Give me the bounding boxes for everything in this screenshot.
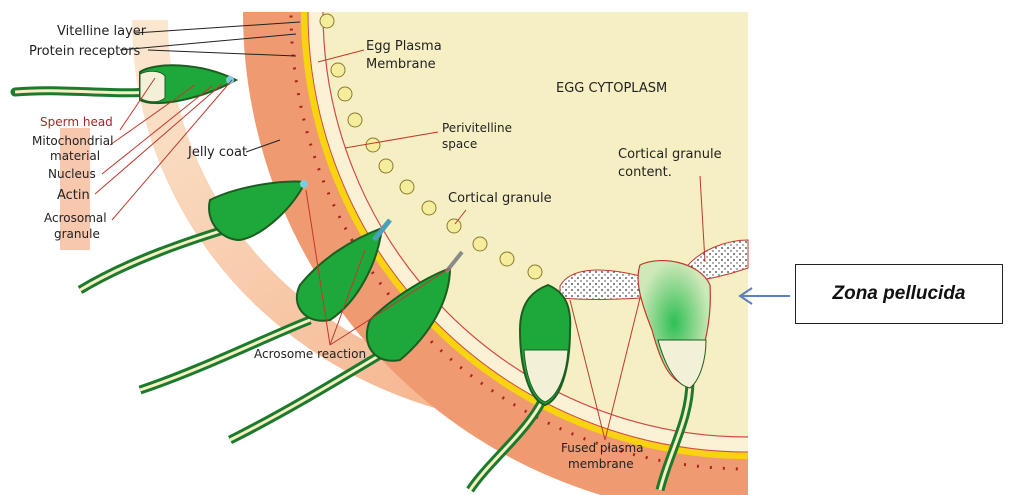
- zona-pellucida-text: Zona pellucida: [832, 283, 965, 305]
- label-egg-plasma-membrane-1: Egg Plasma: [366, 39, 442, 54]
- label-perivitelline-1: Perivitelline: [442, 121, 512, 135]
- label-cortical-content-1: Cortical granule: [618, 147, 722, 162]
- zona-pellucida-callout: Zona pellucida: [795, 264, 1003, 324]
- label-perivitelline-2: space: [442, 137, 477, 151]
- label-sperm-head: Sperm head: [40, 115, 113, 129]
- label-acrosomal-1: Acrosomal: [44, 211, 107, 225]
- label-vitelline-layer: Vitelline layer: [57, 24, 147, 39]
- label-actin: Actin: [57, 188, 90, 203]
- label-nucleus: Nucleus: [48, 167, 96, 181]
- label-mitochondrial-1: Mitochondrial: [32, 134, 113, 148]
- label-fused-1: Fused plasma: [561, 441, 644, 455]
- label-acrosome-reaction: Acrosome reaction: [254, 347, 366, 361]
- label-cortical-granule: Cortical granule: [448, 191, 552, 206]
- sperm-1: [15, 65, 236, 103]
- label-cortical-content-2: content.: [618, 165, 672, 180]
- label-egg-plasma-membrane-2: Membrane: [366, 57, 436, 72]
- label-egg-cytoplasm: EGG CYTOPLASM: [556, 81, 667, 96]
- label-acrosomal-2: granule: [54, 227, 100, 241]
- zona-callout-arrow: [740, 288, 790, 304]
- label-jelly-coat: Jelly coat: [187, 145, 247, 160]
- label-protein-receptors: Protein receptors: [29, 44, 141, 59]
- label-fused-2: membrane: [568, 457, 634, 471]
- label-mitochondrial-2: material: [50, 149, 100, 163]
